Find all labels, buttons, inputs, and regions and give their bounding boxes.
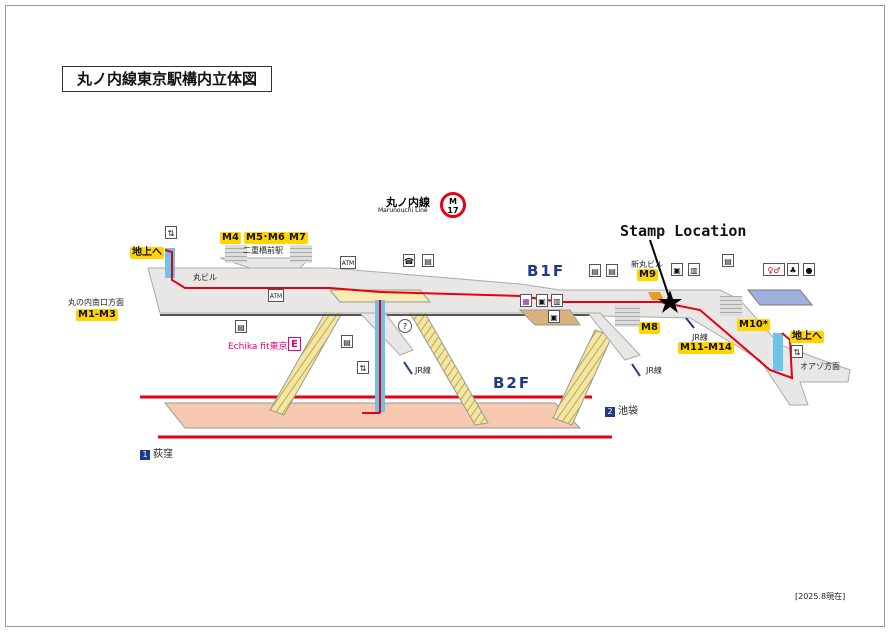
elevator-icon: ⇅ bbox=[791, 345, 803, 358]
star-icon bbox=[658, 290, 682, 313]
info-icon: ? bbox=[398, 319, 412, 333]
label-nijubashimae: 二重橋前駅 bbox=[243, 246, 283, 255]
label-maru-building: 丸ビル bbox=[193, 273, 217, 282]
exit-m11-m14: M11-M14 bbox=[678, 342, 734, 354]
label-marunouchi-south: 丸の内南口方面 bbox=[68, 298, 124, 307]
locker-icon: ▤ bbox=[235, 320, 247, 333]
locker-icon: ▤ bbox=[722, 254, 734, 267]
floor-b2f: B2F bbox=[493, 374, 532, 392]
exit-m5-m6: M5･M6 bbox=[244, 232, 287, 244]
locker-icon: ▤ bbox=[606, 264, 618, 277]
station-number: 17 bbox=[447, 206, 459, 215]
stairs-m8 bbox=[615, 305, 640, 327]
blue-area bbox=[746, 289, 814, 306]
label-oazo: オアゾ方面 bbox=[800, 362, 840, 371]
echika-mark: E bbox=[288, 337, 301, 351]
branch-jr-2 bbox=[586, 312, 641, 361]
exit-m7: M7 bbox=[287, 232, 308, 244]
elevator-left bbox=[165, 248, 175, 278]
fare-adjust-icon: ▥ bbox=[551, 294, 563, 307]
atm-icon: ATM bbox=[340, 256, 356, 269]
line-name-en: Marunouchi Line bbox=[378, 207, 428, 214]
phone-icon: ☎ bbox=[403, 254, 415, 267]
stairs-b2f-1 bbox=[269, 312, 343, 416]
line-number-2: 2 bbox=[605, 407, 615, 417]
line-name: 丸ノ内線 bbox=[386, 196, 430, 209]
label-jr-1: JR線 bbox=[415, 366, 431, 375]
label-jr-3: JR線 bbox=[692, 333, 708, 342]
stairs-m4 bbox=[225, 245, 247, 263]
elevator-icon: ⇅ bbox=[165, 226, 177, 239]
stairs-m7 bbox=[290, 245, 312, 263]
line-number-1: 1 bbox=[140, 450, 150, 460]
floor-b1f: B1F bbox=[527, 262, 566, 280]
fare-adjust-icon: ▥ bbox=[688, 263, 700, 276]
stairs-m10 bbox=[720, 296, 742, 316]
b2f-platform bbox=[163, 402, 582, 429]
ticket-office-icon: ▣ bbox=[536, 294, 548, 307]
nursing-room-icon: ● bbox=[803, 263, 815, 276]
exit-m10: M10* bbox=[737, 319, 771, 331]
line-letter: M bbox=[449, 197, 457, 206]
exit-m1-m3: M1-M3 bbox=[76, 309, 118, 321]
exit-m8: M8 bbox=[639, 322, 660, 334]
date-label: [2025.8現在] bbox=[795, 592, 846, 601]
restroom-icon: ♀♂ bbox=[763, 263, 785, 276]
map-frame bbox=[5, 5, 885, 627]
stamp-location-label: Stamp Location bbox=[620, 222, 747, 240]
label-jr-2: JR線 bbox=[646, 366, 662, 375]
exit-m4: M4 bbox=[220, 232, 241, 244]
map-title: 丸ノ内線東京駅構内立体図 bbox=[62, 66, 272, 92]
stairs-b2f-3 bbox=[552, 329, 613, 426]
to-ground-right: 地上へ bbox=[790, 331, 824, 343]
ticket-office-icon: ▣ bbox=[671, 263, 683, 276]
elevator-right bbox=[773, 333, 783, 371]
atm-icon: ATM bbox=[268, 289, 284, 302]
m9-gate bbox=[648, 292, 664, 300]
locker-icon: ▤ bbox=[589, 264, 601, 277]
label-shin-maru-building: 新丸ビル bbox=[631, 260, 663, 269]
baby-room-icon: ♣ bbox=[787, 263, 799, 276]
elevator-icon: ⇅ bbox=[357, 361, 369, 374]
locker-icon: ▤ bbox=[341, 335, 353, 348]
locker-icon: ▤ bbox=[422, 254, 434, 267]
exit-m9: M9 bbox=[637, 269, 658, 281]
ic-card-icon: ▦ bbox=[520, 294, 532, 307]
to-ground-left: 地上へ bbox=[130, 247, 164, 259]
ikebukuro-text: 池袋 bbox=[618, 406, 638, 417]
stamp-pointer bbox=[649, 239, 671, 301]
ogikubo-text: 荻窪 bbox=[153, 449, 173, 460]
label-echika: Echika fit東京 bbox=[228, 342, 288, 352]
station-staff-icon: ▣ bbox=[548, 310, 560, 323]
